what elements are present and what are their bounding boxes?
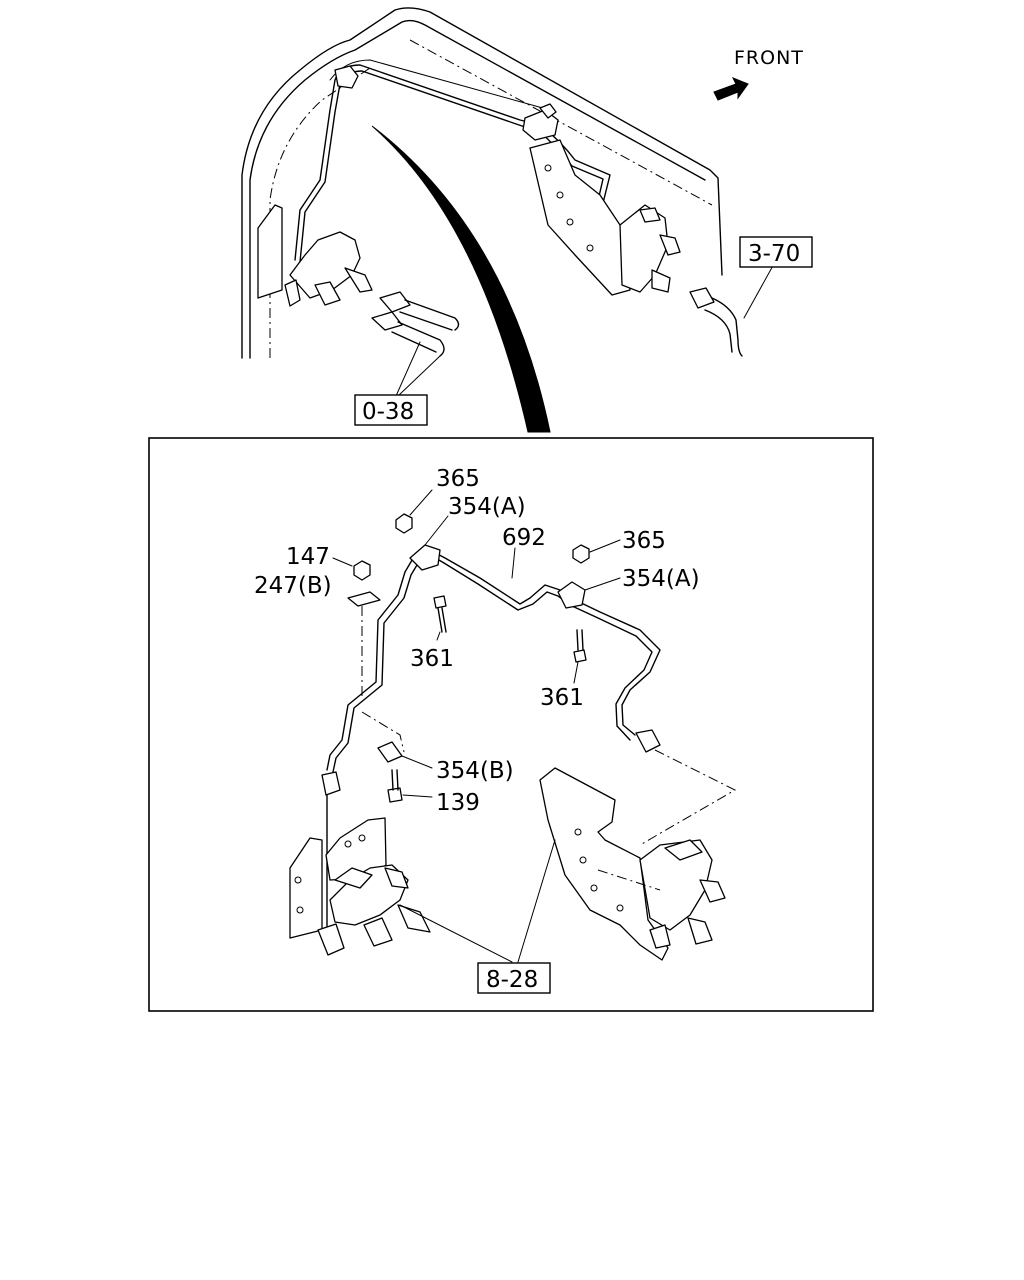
overview-cab-frame: [241, 7, 776, 359]
leader-8-28-right: [517, 839, 556, 963]
reference-label: 8-28: [486, 967, 538, 993]
pipe-692: [326, 549, 661, 773]
nut-147: [353, 560, 371, 581]
clamp-354a-right: [557, 581, 586, 609]
zoom-sweep-arrow: [371, 125, 551, 433]
bolt-361-right: [573, 629, 587, 663]
leader-8-28-left: [399, 904, 513, 963]
right-bracket-assembly: [539, 749, 737, 961]
callout-354b: 354(B): [436, 758, 514, 784]
reference-8-28: 8-28: [477, 962, 551, 994]
reference-0-38: 0-38: [354, 341, 441, 426]
callout-365-top: 365: [436, 466, 480, 492]
callout-354a-right: 354(A): [622, 566, 700, 592]
reference-3-70: 3-70: [739, 236, 813, 268]
nut-365-left: [395, 513, 413, 534]
callout-354a-left: 354(A): [448, 494, 526, 520]
callout-361-left: 361: [410, 646, 454, 672]
callout-692: 692: [502, 525, 546, 551]
left-valve-assembly: [289, 794, 431, 956]
callout-139: 139: [436, 790, 480, 816]
bolt-361-left: [433, 595, 447, 633]
callout-365-right: 365: [622, 528, 666, 554]
reference-label: 0-38: [362, 399, 414, 425]
pipe-fitting-right: [635, 729, 661, 753]
bolt-139: [387, 769, 403, 803]
front-direction-indicator: FRONT: [713, 47, 804, 101]
clamp-354b: [377, 741, 403, 763]
front-arrow-icon: [713, 77, 749, 101]
nut-365-right: [572, 544, 590, 564]
pipe-fitting-left: [321, 771, 341, 796]
callout-247b: 247(B): [254, 573, 332, 599]
callout-361-right: 361: [540, 685, 584, 711]
detail-frame: [148, 437, 874, 1012]
callout-147: 147: [286, 544, 330, 570]
reference-label: 3-70: [748, 241, 800, 267]
clamp-354a-left: [409, 544, 441, 571]
washer-247b: [347, 591, 381, 607]
front-label: FRONT: [734, 47, 804, 69]
